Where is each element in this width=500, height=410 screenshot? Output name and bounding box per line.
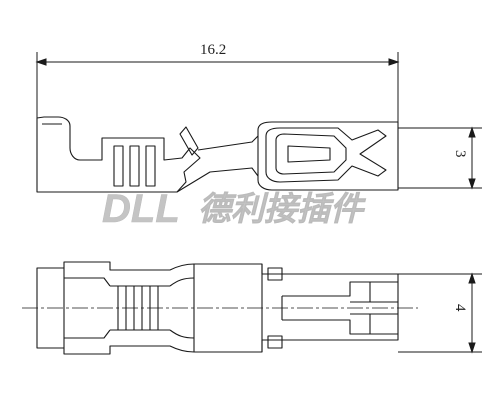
plan-outline [36, 261, 399, 355]
height-dimension [398, 126, 482, 190]
side-contact-body [257, 121, 399, 191]
height-label: 3 [452, 150, 468, 158]
width-arrow-top [468, 272, 476, 284]
width-label: 4 [452, 304, 468, 312]
watermark-latin: DLL [102, 187, 180, 231]
plan-barrel-upper-wing [64, 277, 111, 287]
length-arrow-left [35, 58, 47, 66]
width-dimension [398, 272, 482, 354]
side-view [36, 116, 399, 193]
side-spring-finger-outer [265, 127, 387, 183]
side-spring-finger-inner [275, 133, 347, 175]
watermark-chinese: 德利接插件 [198, 190, 366, 227]
length-label: 16.2 [200, 42, 226, 58]
watermark: DLL 德利接插件 [102, 187, 367, 232]
plan-window-lower [267, 335, 283, 349]
side-lance-tab [179, 126, 199, 156]
plan-transition-upper [169, 277, 195, 287]
side-rib-2 [129, 145, 140, 187]
width-arrow-bottom [468, 342, 476, 354]
side-crimp-barrel [36, 116, 201, 193]
height-arrow-top [468, 126, 476, 138]
plan-window-upper [267, 267, 283, 281]
plan-spring-lower [282, 319, 398, 335]
side-neck-upper [197, 135, 259, 151]
side-rib-3 [145, 145, 156, 187]
side-rib-1 [113, 145, 124, 187]
plan-transition-lower [169, 329, 195, 339]
length-arrow-right [388, 58, 400, 66]
side-neck-lower [176, 167, 259, 193]
height-arrow-bottom [468, 178, 476, 190]
plan-barrel-lower-wing [64, 329, 111, 339]
side-spring-slot [287, 145, 331, 163]
plan-spring-upper [282, 281, 398, 297]
length-dimension [35, 52, 400, 128]
